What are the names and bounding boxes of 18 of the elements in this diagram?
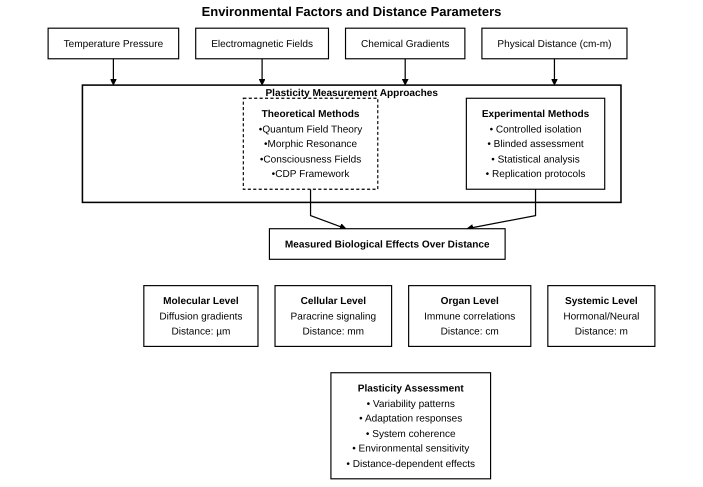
node-box: Chemical Gradients <box>344 28 466 60</box>
node-box: Temperature Pressure <box>48 28 180 60</box>
diagram-title: Environmental Factors and Distance Parameters <box>200 3 502 21</box>
node-box: Measured Biological Effects Over Distance <box>268 228 506 260</box>
node-box: Electromagnetic Fields <box>195 28 330 60</box>
arrow <box>551 58 558 86</box>
node-box: Experimental Methods • Controlled isolation • Blinded assessment • Statistical analysis • Replication protocols <box>466 98 606 190</box>
node-box: Physical Distance (cm-m) <box>481 28 628 60</box>
arrow <box>402 58 409 86</box>
node-box: Cellular Level Paracrine signaling Distance: mm <box>274 285 392 347</box>
node-box: Theoretical Methods •Quantum Field Theory •Morphic Resonance •Consciousness Fields •CDP Framework <box>242 98 378 190</box>
arrow <box>110 58 117 86</box>
node-box: Plasticity Assessment • Variability patterns • Adaptation responses • System coherence • Environmental sensitivity • Distance-dependent effects <box>330 372 492 480</box>
node-box: Organ Level Immune correlations Distance: cm <box>408 285 532 347</box>
node-box: Molecular Level Diffusion gradients Distance: µm <box>143 285 259 347</box>
arrow <box>310 189 346 230</box>
arrow <box>258 58 266 86</box>
node-box: Systemic Level Hormonal/Neural Distance: m <box>547 285 656 347</box>
